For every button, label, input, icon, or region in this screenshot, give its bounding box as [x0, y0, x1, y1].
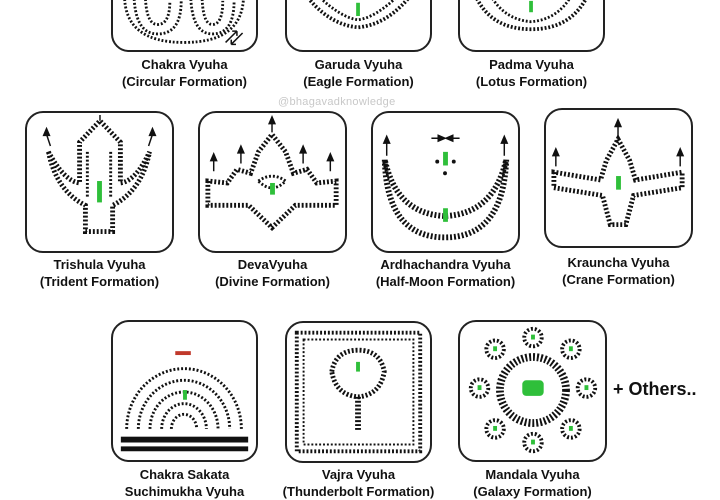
krauncha-vyuha-caption: Krauncha Vyuha (Crane Formation)	[541, 254, 696, 288]
padma-vyuha-caption: Padma Vyuha (Lotus Formation)	[455, 56, 608, 90]
ardhachandra-vyuha-caption: Ardhachandra Vyuha (Half-Moon Formation)	[368, 256, 523, 290]
trishula-vyuha-tile	[25, 111, 174, 253]
formation-subtitle: (Circular Formation)	[122, 74, 247, 89]
chakra-sakata-caption: Chakra Sakata Suchimukha Vyuha	[108, 466, 261, 500]
deva-vyuha-caption: DevaVyuha (Divine Formation)	[195, 256, 350, 290]
lotus-formation-diagram	[475, 0, 588, 32]
formation-name: Mandala Vyuha	[485, 467, 580, 482]
watermark: @bhagavadknowledge	[278, 96, 396, 108]
chakra-sakata-tile	[111, 320, 258, 462]
vajra-vyuha-tile	[285, 321, 432, 463]
divine-formation-diagram	[205, 115, 339, 232]
krauncha-vyuha-tile	[544, 108, 693, 248]
formation-name: Chakra Vyuha	[141, 57, 228, 72]
formation-subtitle: (Trident Formation)	[39, 274, 160, 289]
trident-formation-diagram	[42, 114, 157, 234]
chakra-vyuha-caption: Chakra Vyuha (Circular Formation)	[108, 56, 261, 90]
formation-name: Garuda Vyuha	[314, 57, 403, 72]
formation-subtitle: (Lotus Formation)	[475, 74, 588, 89]
formation-subtitle: (Crane Formation)	[562, 272, 675, 287]
garuda-vyuha-caption: Garuda Vyuha (Eagle Formation)	[282, 56, 435, 90]
formation-subtitle: (Thunderbolt Formation)	[282, 484, 435, 499]
crane-formation-diagram	[551, 117, 685, 228]
formation-name: DevaVyuha	[237, 257, 308, 272]
padma-vyuha-tile	[458, 0, 605, 52]
formation-name: Trishula Vyuha	[53, 257, 146, 272]
mandala-vyuha-tile	[458, 320, 607, 462]
formation-subtitle: Suchimukha Vyuha	[124, 484, 245, 499]
half-moon-formation-diagram	[381, 134, 510, 241]
formation-subtitle: (Half-Moon Formation)	[375, 274, 516, 289]
formation-subtitle: (Eagle Formation)	[303, 74, 414, 89]
vajra-vyuha-caption: Vajra Vyuha (Thunderbolt Formation)	[277, 466, 440, 500]
chakra-vyuha-tile	[111, 0, 258, 52]
circular-formation-diagram	[123, 0, 245, 46]
garuda-vyuha-tile	[285, 0, 432, 52]
trishula-vyuha-caption: Trishula Vyuha (Trident Formation)	[22, 256, 177, 290]
galaxy-formation-diagram	[468, 326, 598, 454]
formation-name: Krauncha Vyuha	[567, 255, 670, 270]
formation-subtitle: (Divine Formation)	[215, 274, 330, 289]
formation-name: Padma Vyuha	[489, 57, 574, 72]
thunderbolt-formation-diagram	[294, 330, 423, 454]
deva-vyuha-tile	[198, 111, 347, 253]
formation-subtitle: (Galaxy Formation)	[473, 484, 592, 499]
eagle-formation-diagram	[307, 0, 410, 30]
ardhachandra-vyuha-tile	[371, 111, 520, 253]
formation-name: Vajra Vyuha	[321, 467, 396, 482]
others-label: + Others..	[613, 379, 697, 399]
chakra-sakata-diagram	[120, 351, 249, 452]
formation-name: Chakra Sakata	[139, 467, 230, 482]
mandala-vyuha-caption: Mandala Vyuha (Galaxy Formation)	[455, 466, 610, 500]
formation-name: Ardhachandra Vyuha	[380, 257, 511, 272]
